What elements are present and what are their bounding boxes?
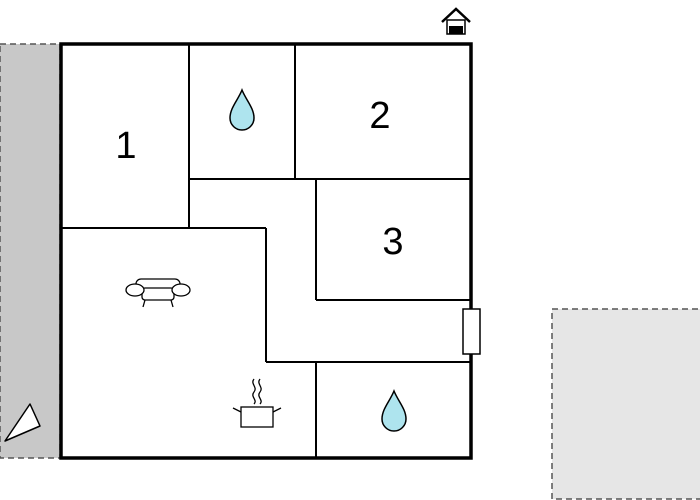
outdoor-area-right [551, 308, 700, 500]
house-entrance-icon [441, 7, 471, 35]
water-drop-icon [229, 87, 255, 131]
cooking-pot-icon [232, 378, 282, 428]
north-arrow-icon [4, 403, 41, 442]
sofa-icon [125, 278, 191, 308]
room-label-3: 3 [382, 221, 403, 263]
interior-walls [61, 44, 471, 458]
room-label-1: 1 [115, 125, 136, 167]
entrance-door [462, 308, 481, 355]
room-label-2: 2 [369, 95, 390, 137]
exterior-wall [59, 42, 473, 460]
water-drop-icon [381, 388, 407, 432]
terrace-left [0, 43, 61, 459]
